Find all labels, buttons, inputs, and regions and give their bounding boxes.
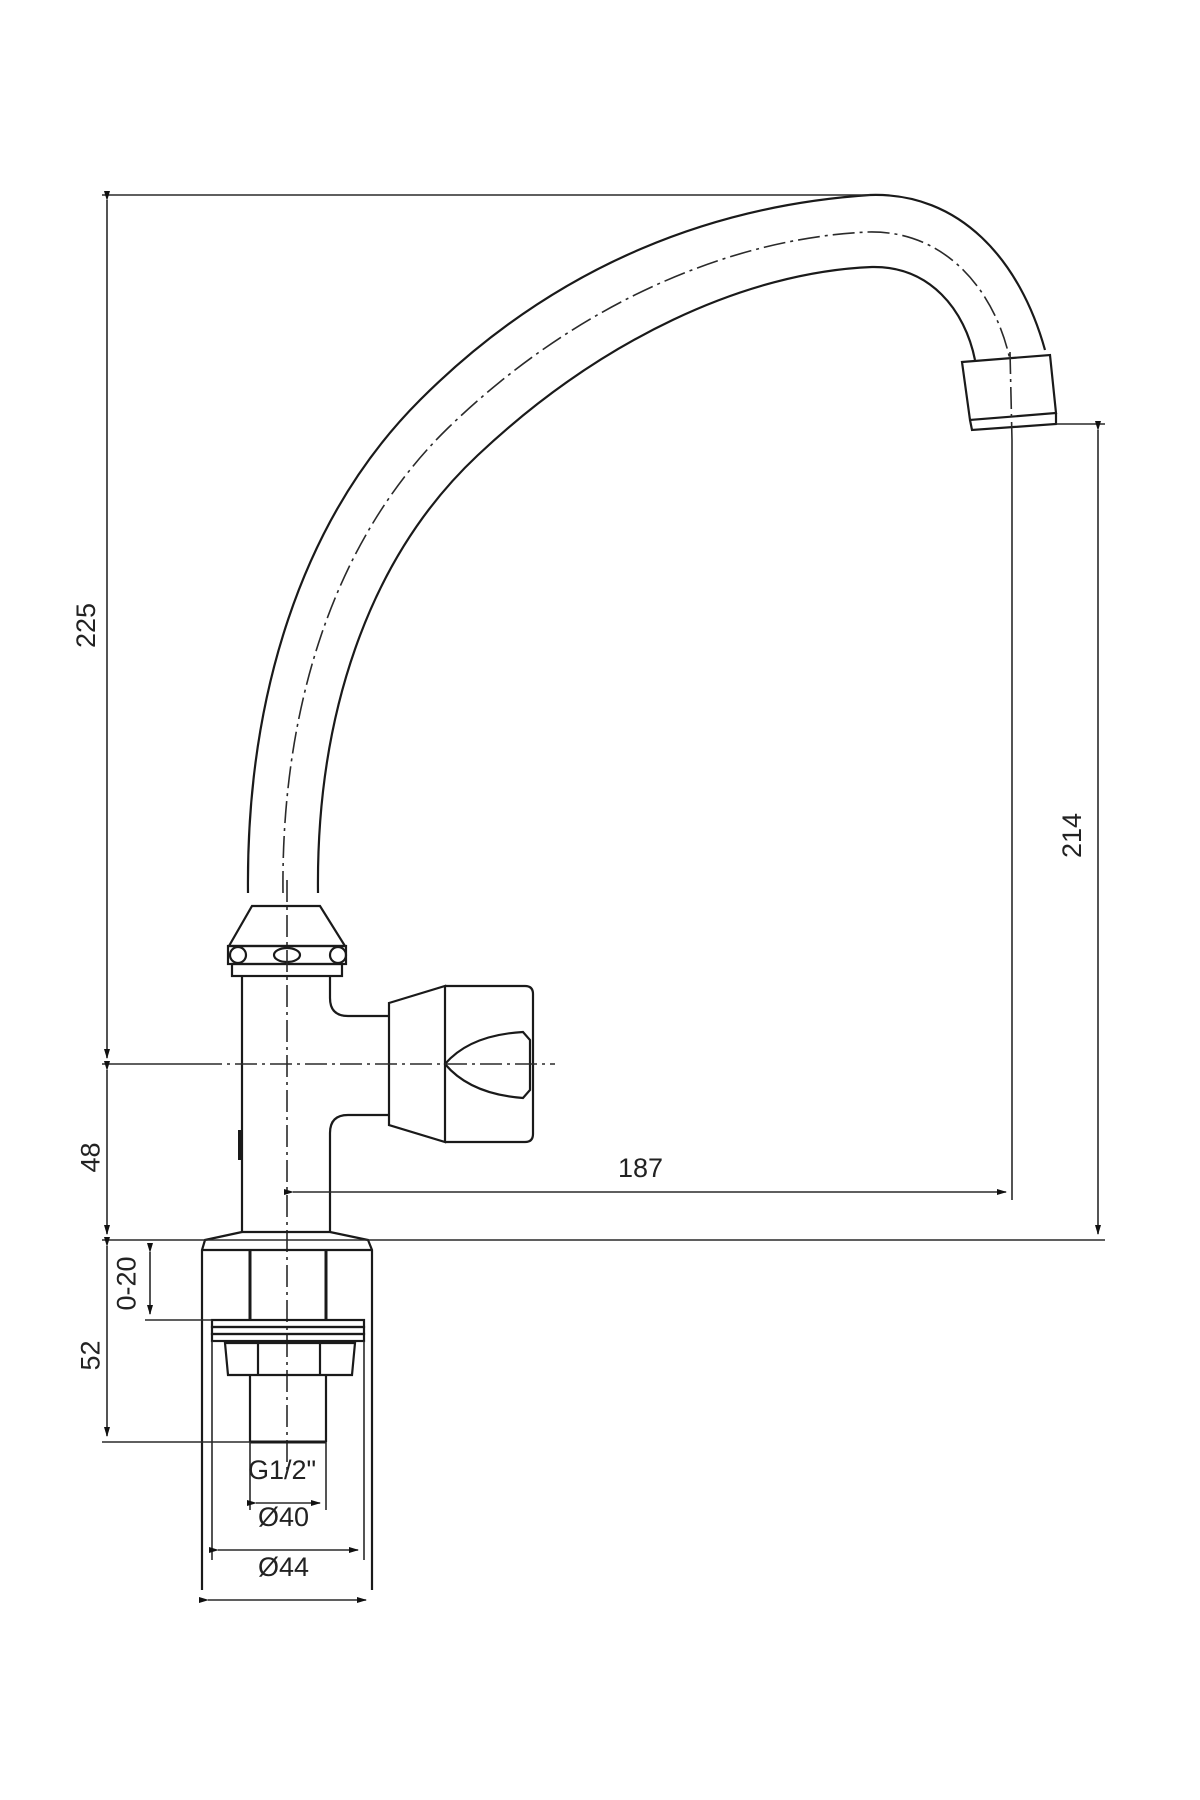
dim-thread: G1/2" — [248, 1455, 317, 1485]
spout — [246, 193, 1047, 894]
dim-spout-outlet-height: 214 — [1057, 812, 1088, 859]
dim-base-inner-diameter: Ø40 — [258, 1502, 310, 1532]
aerator-nozzle — [960, 351, 1058, 441]
base-mount — [200, 1230, 374, 1590]
dim-handle-axis-height: 48 — [75, 1142, 106, 1173]
dim-spout-reach: 187 — [618, 1153, 664, 1183]
dim-shank-length: 52 — [75, 1340, 106, 1371]
dim-total-height: 225 — [71, 602, 102, 649]
dim-base-outer-diameter: Ø44 — [258, 1552, 310, 1582]
dim-clamping-range: 0-20 — [111, 1256, 142, 1311]
faucet-body — [238, 880, 388, 1470]
dimension-lines — [102, 191, 1105, 1603]
